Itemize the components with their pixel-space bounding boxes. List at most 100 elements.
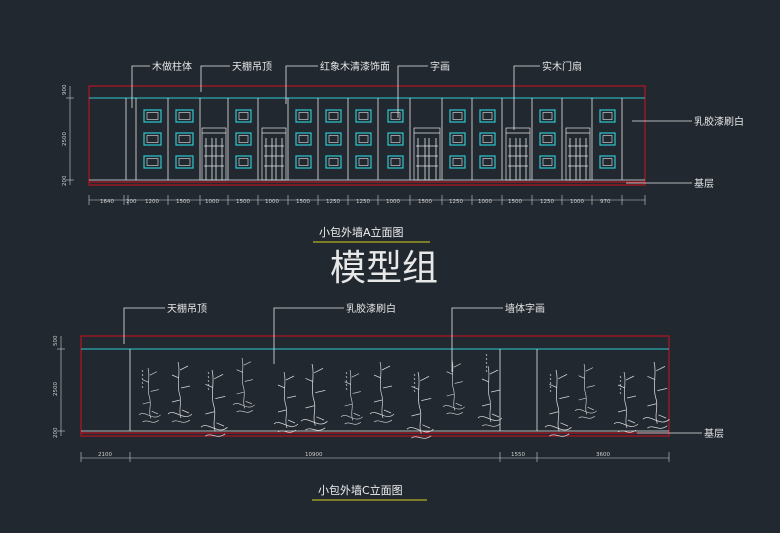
painting-frame [387,109,404,123]
painting-frame [387,155,404,169]
hdim-c-0: 2100 [98,452,112,458]
wood-door [413,127,441,181]
painting-frame [175,109,194,123]
painting-inner [146,135,159,143]
painting-frame [539,109,556,123]
painting-inner [452,135,463,143]
wood-door [201,127,227,181]
painting-inner [390,135,401,143]
wood-door [565,127,591,181]
elevation-c-vertical-dims: 500 2500 200 [53,335,65,438]
hdim-a-6: 1000 [265,199,279,205]
painting-inner [482,112,493,120]
ink-bamboo-painting [200,369,228,437]
painting-frame [175,132,194,146]
painting-inner [452,112,463,120]
elevation-c-callouts: 天棚吊顶 乳胶漆刷白 墙体字画 基层 [123,302,724,440]
hdim-a-10: 1000 [386,199,400,205]
elevation-a-wall-body [125,98,623,181]
painting-frame [325,155,342,169]
inscription-mark [207,375,210,379]
inscription-mark [141,373,144,377]
inscription-mark [141,377,144,381]
inscription-mark [141,385,144,389]
hdim-a-16: 1000 [570,199,584,205]
inscription-mark [485,353,488,357]
ink-bamboo-painting [544,369,572,437]
inscription-mark [413,381,416,385]
vdim-c-2: 200 [53,427,59,438]
painting-inner [328,135,339,143]
painting-inner [178,135,191,143]
painting-frame [235,155,252,169]
inscription-mark [619,391,622,395]
inscription-mark [345,371,348,375]
painting-frame [539,155,556,169]
hdim-c-1: 10900 [305,452,323,458]
painting-frame [295,132,312,146]
callout-c-base-layer: 基层 [704,427,724,440]
hdim-a-8: 1250 [326,199,340,205]
callout-ceiling: 天棚吊顶 [232,60,272,73]
painting-frame [599,132,616,146]
painting-frame [295,155,312,169]
vdim-c-0: 500 [53,335,59,346]
painting-frame [325,109,342,123]
painting-inner [358,135,369,143]
hdim-a-1: 200 [126,199,137,205]
ink-bamboo-painting [138,367,161,423]
inscription-mark [485,357,488,361]
ink-bamboo-painting [477,365,503,427]
painting-frame [599,109,616,123]
hdim-a-15: 1250 [540,199,554,205]
inscription-mark [549,389,552,393]
inscription-mark [345,375,348,379]
elevation-c-horizontal-dims: 2100 10900 1550 3600 [80,452,670,462]
elevation-a-callouts: 木做柱体 天棚吊顶 红象木清漆饰面 字画 实木门扇 乳胶漆刷白 基层 [131,60,744,190]
inscription-mark [549,373,552,377]
ink-bamboo-painting [167,361,193,423]
painting-frame [295,109,312,123]
painting-frame [449,132,466,146]
painting-frame [479,132,496,146]
painting-frame [449,109,466,123]
elevation-c-outline [80,335,670,437]
inscription-mark [345,387,348,391]
painting-inner [602,135,613,143]
inscription-mark [207,371,210,375]
inscription-mark [207,379,210,383]
painting-inner [602,158,613,166]
painting-inner [602,112,613,120]
inscription-mark [345,379,348,383]
painting-frame [143,109,162,123]
painting-frame [479,155,496,169]
painting-inner [146,158,159,166]
hdim-c-2: 1550 [511,452,525,458]
ink-bamboo-painting [369,361,395,423]
ink-bamboo-painting [406,371,434,439]
inscription-mark [141,369,144,373]
vdim-a-0: 900 [62,84,68,95]
hdim-a-2: 1200 [145,199,159,205]
painting-inner [482,158,493,166]
inscription-mark [413,385,416,389]
callout-column: 木做柱体 [152,60,192,73]
hdim-a-3: 1500 [176,199,190,205]
hdim-a-12: 1250 [449,199,463,205]
painting-inner [542,158,553,166]
hdim-a-7: 1500 [296,199,310,205]
elevation-c: 500 2500 200 2100 10900 1550 3600 天棚吊顶 乳… [53,302,724,501]
inscription-mark [619,383,622,387]
inscription-mark [413,373,416,377]
painting-frame [235,132,252,146]
hdim-a-9: 1250 [356,199,370,205]
hdim-a-11: 1500 [418,199,432,205]
elevation-a-vertical-dims: 900 2500 200 [62,84,74,186]
painting-inner [328,112,339,120]
ink-bamboo-painting [300,363,328,431]
inscription-mark [619,375,622,379]
inscription-mark [485,365,488,369]
